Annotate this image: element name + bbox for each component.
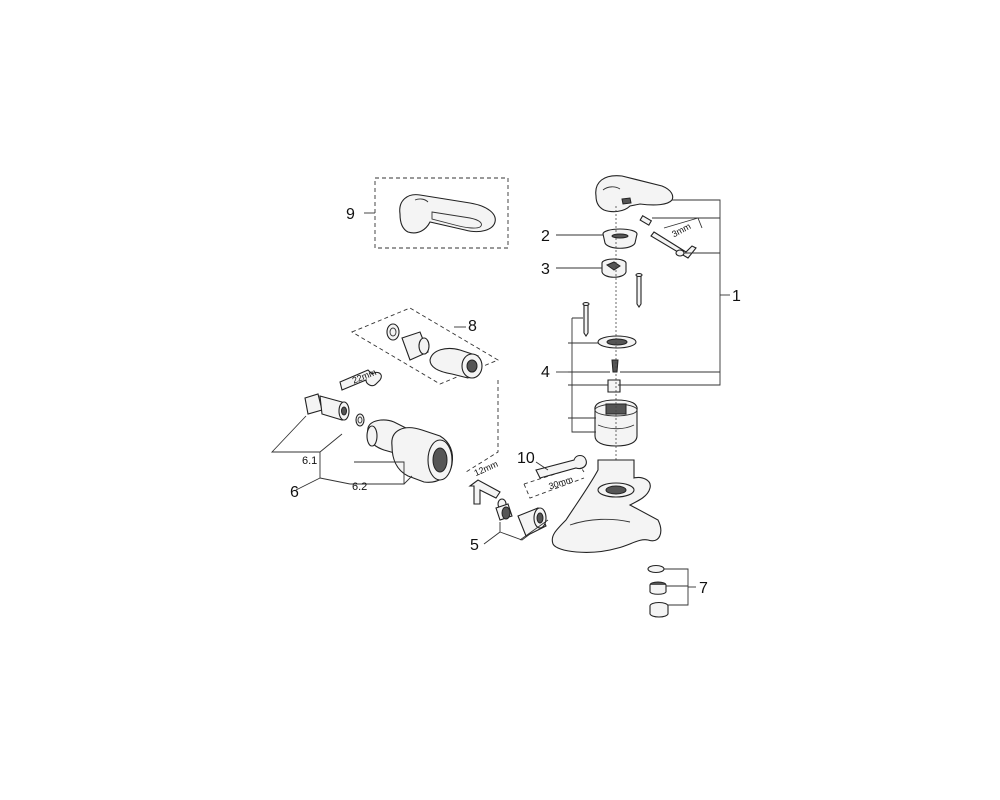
callout-2: 2 bbox=[541, 228, 550, 245]
callout-10: 10 bbox=[517, 450, 535, 467]
callout-1: 1 bbox=[732, 288, 741, 305]
callout-5: 5 bbox=[470, 537, 479, 554]
callout-3: 3 bbox=[541, 261, 550, 278]
part-4-assembly bbox=[582, 272, 643, 447]
callout-7: 7 bbox=[699, 580, 708, 597]
label-hex-key-12mm: 12mm bbox=[473, 459, 500, 478]
callout-4: 4 bbox=[541, 364, 550, 381]
callout-8: 8 bbox=[468, 318, 477, 335]
part-8-box bbox=[350, 307, 500, 385]
callout-6-2: 6.2 bbox=[352, 481, 367, 493]
mixer-body bbox=[551, 459, 662, 553]
callout-6-1: 6.1 bbox=[302, 455, 317, 467]
part-9-box bbox=[364, 177, 509, 249]
callout-9: 9 bbox=[346, 206, 355, 223]
part-2-cap bbox=[602, 228, 638, 249]
part-6-fittings: 22mm bbox=[304, 367, 454, 483]
part-3-dome bbox=[601, 258, 627, 278]
label-spanner-30mm: 30mm bbox=[547, 474, 574, 491]
label-hex-key-3mm: 3mm bbox=[670, 221, 692, 239]
callout-6: 6 bbox=[290, 484, 299, 501]
part-7-aerator bbox=[647, 564, 669, 618]
hex-key-12mm: 12mm bbox=[468, 459, 501, 505]
part-5-connector bbox=[495, 498, 547, 537]
